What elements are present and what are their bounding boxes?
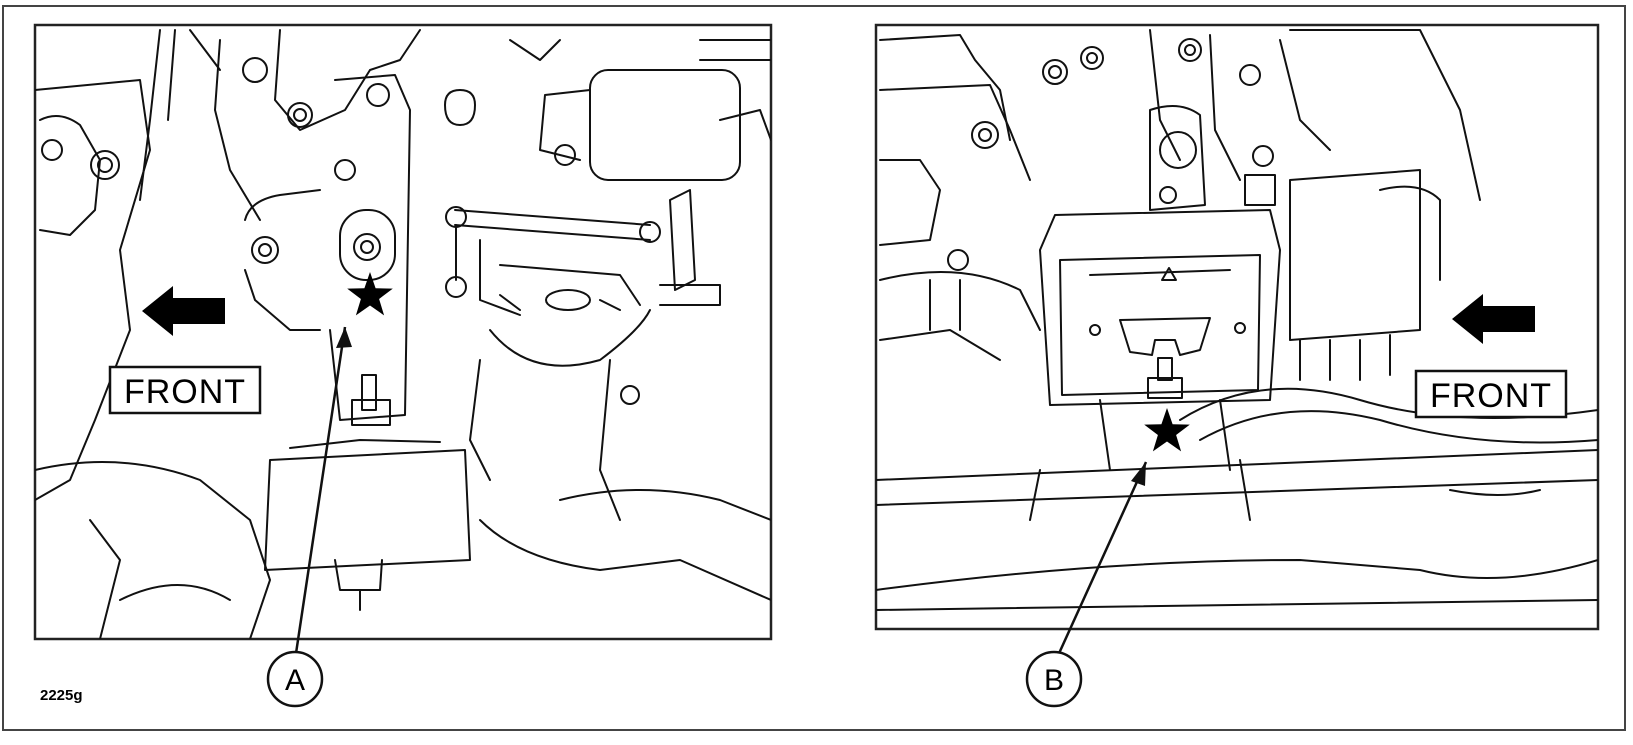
panel-b-line-art xyxy=(876,29,1598,611)
panel-b-front-label: FRONT xyxy=(1430,377,1552,415)
panel-a-front-arrow-icon xyxy=(142,286,225,336)
panel-a-star-marker xyxy=(347,272,393,316)
panel-b-front-label-box xyxy=(1414,369,1568,419)
panel-b-star-marker xyxy=(1144,408,1190,452)
panel-a-front-label: FRONT xyxy=(124,373,246,411)
panel-a-leader-line xyxy=(293,326,347,661)
panel-a-callout-circle xyxy=(266,650,324,708)
panel-b-callout-circle xyxy=(1025,650,1083,708)
panel-a: FRONT A xyxy=(33,23,773,708)
figure-code: 2225g xyxy=(40,687,83,704)
panel-a-line-art xyxy=(35,29,771,639)
panel-b-callout-label: B xyxy=(1044,664,1064,697)
panel-b-leader-line xyxy=(1054,461,1148,661)
panel-a-front-label-box xyxy=(108,365,262,415)
panel-a-border xyxy=(33,23,773,641)
panel-b-front-arrow-icon xyxy=(1452,294,1535,344)
panel-b: FRONT B xyxy=(874,23,1600,708)
panel-a-callout-label: A xyxy=(285,664,305,697)
